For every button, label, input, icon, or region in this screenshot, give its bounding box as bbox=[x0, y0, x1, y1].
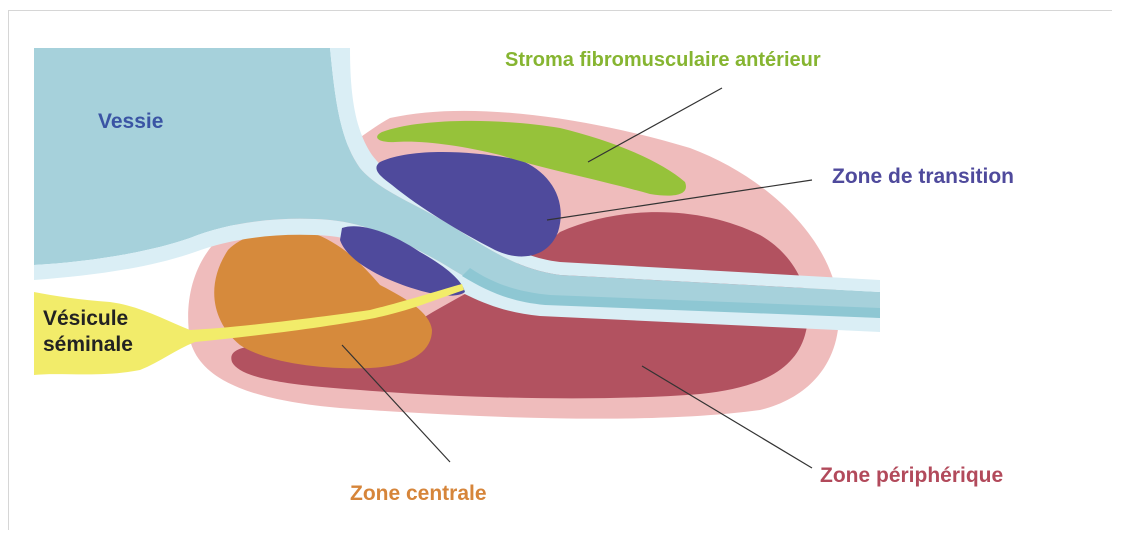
label-stroma: Stroma fibromusculaire antérieur bbox=[505, 49, 821, 71]
label-vesicule-line2: séminale bbox=[43, 333, 133, 356]
label-centrale: Zone centrale bbox=[350, 482, 487, 505]
label-vesicule-line1: Vésicule bbox=[43, 307, 128, 330]
label-vessie: Vessie bbox=[98, 110, 163, 133]
label-peripherique: Zone périphérique bbox=[820, 464, 1003, 487]
label-transition: Zone de transition bbox=[832, 165, 1014, 188]
